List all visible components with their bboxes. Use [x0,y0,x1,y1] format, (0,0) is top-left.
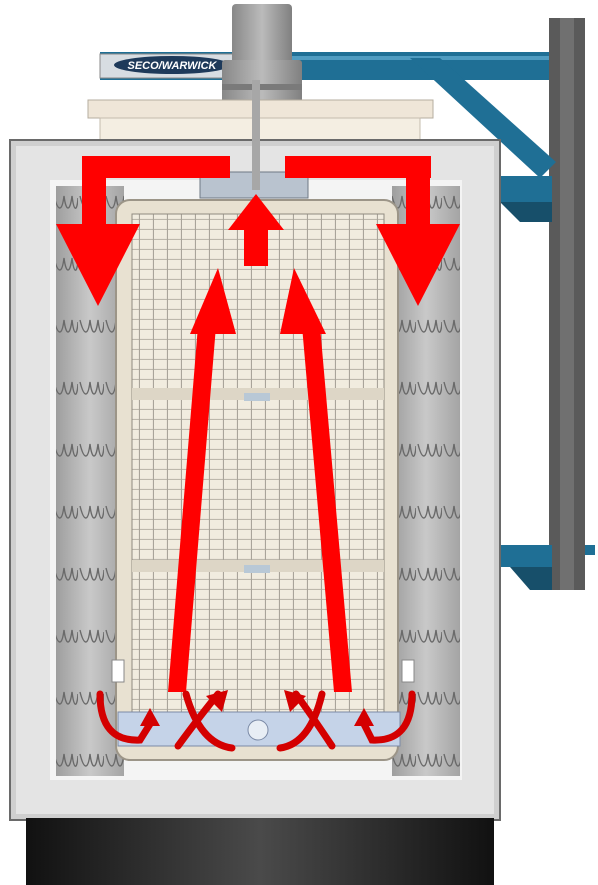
curve-right-down [276,690,326,752]
frame-lower-arm [500,545,552,567]
frame-vertical-post-shade [560,18,574,590]
bottom-arrow-heads [140,690,374,726]
logo-plate: SECO/WARWICK [99,53,241,79]
bottom-distributor [117,711,401,747]
arrow-top-right-stem [406,156,430,230]
support-frame [100,18,595,590]
frame-mid-brace [500,202,552,222]
spacer-right [401,659,415,683]
frame-mid-arm [500,176,552,202]
arrow-long-right-head [280,268,326,334]
retort [111,199,415,761]
bottom-head-1 [140,708,160,726]
arrow-top-left-bar [82,156,230,178]
curve-left-outer [96,690,154,744]
arrow-long-left-shaft [168,326,216,692]
arrow-top-left-stem [82,156,106,230]
shelf-hub-1 [244,393,270,401]
logo-badge [114,56,230,74]
arrow-long-right-shaft [302,326,352,692]
arrow-top-left-head [56,224,140,306]
bottom-head-4 [354,708,374,726]
arrow-fan-up-stem [244,224,268,266]
frame-end-cap [585,545,595,555]
arrow-fan-up-head [228,194,284,230]
frame-lower-brace [510,567,552,590]
furnace-base [26,818,494,885]
curve-right-outer [360,690,416,744]
bottom-head-2 [206,690,228,712]
frame-diagonal-brace [410,58,556,178]
frame-top-beam-highlight [100,56,560,60]
logo-text: SECO/WARWICK [127,60,217,72]
curve-left-down [182,690,236,752]
arrow-long-left-head [190,268,236,334]
motor-icon [222,4,302,104]
airflow-arrow-icon [56,156,460,692]
bottom-head-3 [284,690,306,712]
shelf-hub-2 [244,565,270,573]
arrow-top-right-head [376,224,460,306]
distributor-hub [247,719,269,741]
arrow-top-right-bar [285,156,431,178]
spacer-left [111,659,125,683]
